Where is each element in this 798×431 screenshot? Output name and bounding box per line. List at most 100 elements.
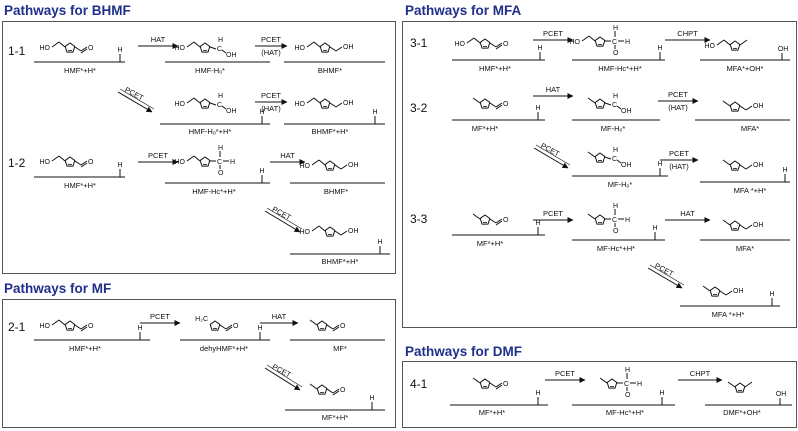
- arrow-label: PCET: [539, 141, 561, 159]
- methyl-bond: [722, 100, 731, 107]
- bond: [340, 230, 348, 236]
- species-label: MF*+H*: [479, 408, 506, 417]
- hydroxymethyl-group: HO: [175, 101, 186, 108]
- hydrogen-atom: H: [613, 203, 618, 210]
- adsorbed-h-atom: H: [137, 325, 142, 332]
- methylene-group: H₂C: [195, 316, 208, 323]
- adsorbed-h-atom: H: [117, 162, 122, 169]
- bond: [58, 41, 66, 48]
- species-label: HMF*+H*: [64, 181, 96, 190]
- furan-ring: [594, 98, 606, 109]
- pathway-number-4-1: 4-1: [410, 377, 428, 391]
- furan-ring: [64, 320, 76, 331]
- furan-ring: [199, 98, 211, 109]
- species-label: MF*+H*: [472, 124, 499, 133]
- molecule: O: [309, 383, 346, 396]
- molecule: HO: [705, 39, 748, 51]
- hydrogen-atom: H: [637, 381, 642, 388]
- bond: [193, 155, 201, 162]
- adsorbed-h-atom: H: [535, 105, 540, 112]
- bond: [186, 41, 195, 48]
- surface-oxygen: O: [613, 50, 619, 57]
- furan-ring: [199, 42, 211, 53]
- aldehyde-oxygen: O: [503, 101, 509, 108]
- aldehyde-oxygen: O: [340, 387, 346, 394]
- hydrogen-atom: H: [613, 147, 618, 154]
- arrow-label-secondary: (HAT): [261, 104, 281, 113]
- arrow-label: HAT: [280, 151, 295, 160]
- bond: [716, 39, 725, 46]
- furan-ring: [479, 38, 491, 49]
- furan-ring: [734, 382, 746, 393]
- reaction-arrow-diagonal: [647, 267, 683, 289]
- bond: [329, 102, 337, 108]
- species-label: MFA*+OH*: [727, 64, 764, 73]
- hydroxymethyl-group: OH: [343, 44, 354, 51]
- arrow-label: HAT: [272, 312, 287, 321]
- bond: [58, 319, 66, 326]
- bond: [51, 319, 60, 326]
- species-label: DMF*+OH*: [723, 408, 761, 417]
- arrow-label-secondary: (HAT): [669, 162, 689, 171]
- hydroxymethyl-group: HO: [300, 229, 311, 236]
- arrow-label: CHPT: [677, 29, 698, 38]
- aldehyde-oxygen: O: [88, 45, 94, 52]
- arrow-label: PCET: [555, 369, 575, 378]
- bond: [588, 35, 596, 42]
- arrow-label: PCET: [271, 362, 293, 380]
- hydroxymethyl-group: OH: [733, 288, 744, 295]
- furan-ring: [64, 42, 76, 53]
- methyl-bond: [472, 97, 481, 104]
- furan-ring: [729, 101, 741, 112]
- arrow-label-secondary: (HAT): [668, 103, 688, 112]
- aldehyde-oxygen: O: [503, 381, 509, 388]
- bond: [739, 164, 747, 170]
- panel-bhmf: [2, 21, 396, 274]
- species-label: MFA *+H*: [734, 186, 767, 195]
- section-title-mf: Pathways for MF: [4, 281, 112, 296]
- bond: [221, 105, 227, 110]
- methyl-bond: [727, 381, 736, 388]
- molecule: OH: [702, 285, 744, 297]
- carbonyl-bond: [80, 48, 88, 54]
- species-label: MFA*: [736, 244, 754, 253]
- bond: [473, 37, 481, 44]
- hydroxyl-group: OH: [621, 108, 632, 115]
- bond: [193, 41, 201, 48]
- species-label: HMF-Hᴄ*+H*: [598, 64, 642, 73]
- bond: [616, 159, 622, 164]
- adsorbed-oh-group: OH: [776, 391, 787, 398]
- carbon-atom: C: [217, 159, 222, 166]
- bond: [581, 35, 590, 42]
- adsorbed-h-atom: H: [377, 239, 382, 246]
- bond: [311, 225, 320, 232]
- furan-ring: [319, 98, 331, 109]
- furan-ring: [729, 160, 741, 171]
- hydroxymethyl-group: HO: [295, 45, 306, 52]
- methyl-bond: [599, 377, 608, 384]
- molecule: O: [472, 213, 509, 226]
- hydrogen-atom: H: [613, 25, 618, 32]
- adsorbed-h-atom: H: [537, 45, 542, 52]
- bond: [221, 49, 227, 54]
- bond: [489, 382, 497, 388]
- species-label: MF*+H*: [322, 413, 349, 422]
- hydroxymethyl-group: HO: [40, 159, 51, 166]
- section-title-bhmf: Pathways for BHMF: [4, 3, 131, 18]
- section-title-mfa: Pathways for MFA: [405, 3, 522, 18]
- reaction-arrow-diagonal-shadow: [266, 364, 303, 388]
- hydroxymethyl-group: HO: [40, 45, 51, 52]
- carbonyl-bond: [332, 390, 340, 396]
- pathway-number-3-3: 3-3: [410, 212, 428, 226]
- molecule: HO OH: [295, 41, 354, 53]
- species-label: MFA *+H*: [712, 310, 745, 319]
